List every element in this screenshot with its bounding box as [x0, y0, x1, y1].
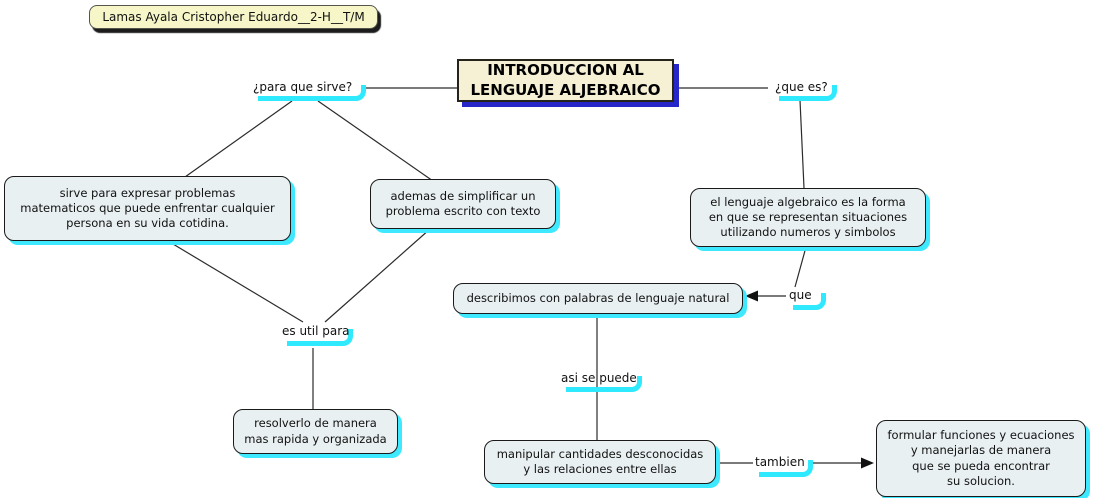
link-label-es-util-para[interactable]: es util para — [282, 324, 350, 338]
concept-definicion-lenguaje-text: el lenguaje algebraico es la forma en qu… — [708, 194, 908, 240]
link-label-tambien[interactable]: tambien — [755, 455, 805, 469]
line-quees-to-definicion — [799, 99, 805, 189]
link-label-para-que-sirve[interactable]: ¿para que sirve? — [253, 80, 353, 94]
map-title-node[interactable]: INTRODUCCION AL LENGUAJE ALJEBRAICO — [457, 59, 674, 102]
concept-manipular-cantidades[interactable]: manipular cantidades desconocidas y las … — [484, 440, 716, 484]
concept-formular-funciones-text: formular funciones y ecuaciones y maneja… — [887, 428, 1075, 488]
cyan-underline-tambien — [759, 460, 813, 477]
link-label-que-es[interactable]: ¿que es? — [775, 80, 828, 94]
student-name-text: Lamas Ayala Cristopher Eduardo__2-H__T/M — [102, 10, 365, 24]
cyan-underline-asi-se-puede — [566, 376, 642, 392]
map-title-text: INTRODUCCION AL LENGUAJE ALJEBRAICO — [470, 61, 661, 99]
concept-describimos-palabras[interactable]: describimos con palabras de lenguaje nat… — [453, 283, 743, 314]
line-parasirve-to-simplificar — [317, 100, 434, 182]
line-parasirve-to-expresar — [184, 100, 293, 178]
arrowhead-left-describimos — [745, 290, 758, 302]
concept-manipular-cantidades-text: manipular cantidades desconocidas y las … — [496, 446, 704, 476]
student-name-tag[interactable]: Lamas Ayala Cristopher Eduardo__2-H__T/M — [89, 5, 378, 29]
concept-resolverlo-rapida-text: resolverlo de manera mas rapida y organi… — [244, 416, 387, 446]
cyan-underline-que-es — [779, 85, 837, 101]
concept-expresar-problemas-text: sirve para expresar problemas matematico… — [20, 185, 275, 231]
concept-simplificar-problema[interactable]: ademas de simplificar un problema escrit… — [370, 179, 556, 229]
line-definicion-to-que — [794, 246, 807, 288]
cyan-underline-es-util-para — [287, 329, 353, 346]
line-simplificar-to-esutilpara — [324, 228, 431, 323]
cyan-underline-para-que-sirve — [258, 85, 366, 101]
cyan-underline-que — [793, 293, 826, 310]
concept-expresar-problemas[interactable]: sirve para expresar problemas matematico… — [4, 176, 291, 241]
concept-simplificar-problema-text: ademas de simplificar un problema escrit… — [385, 188, 541, 218]
concept-formular-funciones[interactable]: formular funciones y ecuaciones y maneja… — [876, 420, 1086, 497]
link-label-asi-se-puede[interactable]: asi se puede — [561, 371, 637, 385]
arrowhead-right-formular — [861, 457, 874, 469]
concept-definicion-lenguaje[interactable]: el lenguaje algebraico es la forma en qu… — [690, 188, 926, 247]
line-expresar-to-esutilpara — [167, 240, 304, 323]
link-label-que[interactable]: que — [789, 288, 812, 302]
concept-resolverlo-rapida[interactable]: resolverlo de manera mas rapida y organi… — [233, 409, 398, 454]
concept-describimos-palabras-text: describimos con palabras de lenguaje nat… — [466, 290, 730, 305]
